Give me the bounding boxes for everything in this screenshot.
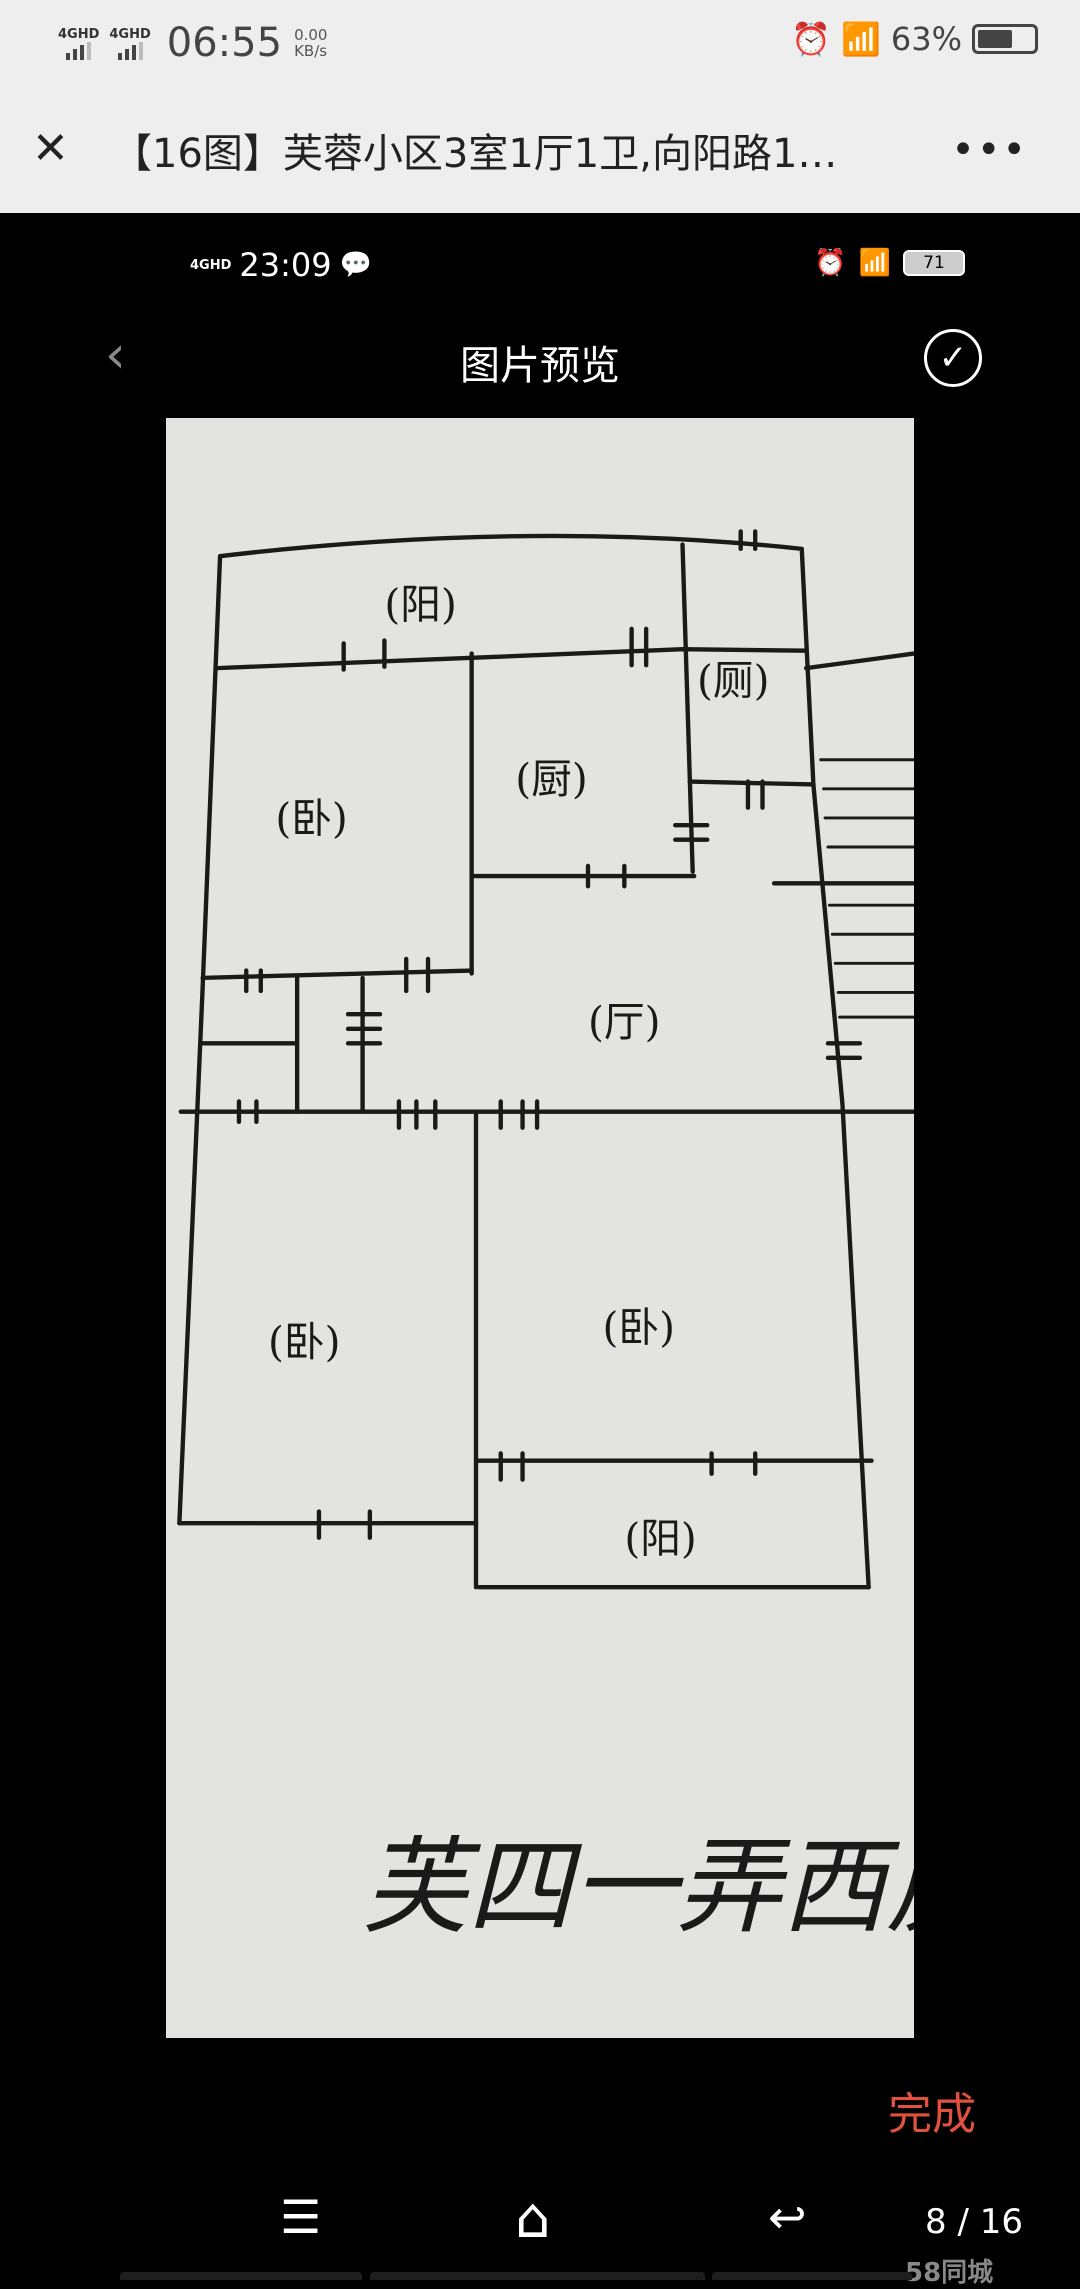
- room-label: (卧): [268, 1318, 340, 1366]
- title-bar: ✕ 【16图】芙蓉小区3室1厅1卫,向阳路1… •••: [0, 115, 1080, 185]
- wifi-icon: 📶: [858, 248, 891, 278]
- status-bar-right: ⏰ 📶 63%: [791, 20, 1038, 58]
- battery-icon: [972, 24, 1038, 54]
- watermark-logo: 58同城: [905, 2258, 994, 2288]
- clock: 06:55: [166, 20, 283, 66]
- system-nav-bar: ☰ ⌂ ↩: [0, 2186, 1080, 2260]
- signal-icon: 4GHD: [109, 26, 151, 60]
- room-label: (厨): [515, 755, 587, 803]
- wechat-icon: 💬: [339, 250, 372, 280]
- inner-network: 4GHD: [190, 257, 232, 273]
- preview-title: 图片预览: [460, 343, 620, 389]
- back-icon[interactable]: ↩: [768, 2190, 807, 2244]
- battery-percent: 63%: [890, 20, 962, 58]
- more-options-icon[interactable]: •••: [951, 127, 1028, 173]
- room-label: (卧): [603, 1303, 675, 1351]
- close-icon[interactable]: ✕: [32, 123, 69, 174]
- room-label: (厅): [588, 998, 660, 1046]
- wall: [217, 533, 804, 559]
- home-icon[interactable]: ⌂: [515, 2186, 551, 2251]
- wall: [803, 651, 916, 671]
- room-label: (卧): [275, 794, 347, 842]
- wall: [200, 968, 474, 981]
- wall: [680, 542, 695, 874]
- network-label: 4GHD: [58, 26, 100, 42]
- tab-strip: [712, 2272, 912, 2280]
- floor-plan-drawing: (阳) (厕) (厨) (卧) (厅) (卧) (卧) (阳) 芙四一弄西房: [177, 529, 999, 1948]
- wall: [799, 546, 871, 1590]
- wall: [214, 647, 809, 671]
- network-label: 4GHD: [109, 26, 151, 42]
- page-counter: 8 / 16: [925, 2202, 1023, 2242]
- wall: [200, 975, 365, 1114]
- signal-icon: 4GHD: [58, 27, 99, 60]
- stairs: [819, 758, 916, 1019]
- preview-nav: ‹ 图片预览 ✓: [0, 325, 1080, 395]
- door-marks: [236, 529, 863, 1540]
- tab-strip: [120, 2272, 362, 2280]
- alarm-icon: ⏰: [791, 20, 832, 58]
- wall: [687, 779, 816, 787]
- alarm-icon: ⏰: [814, 248, 847, 278]
- inner-status-left: 4GHD 23:09 💬: [190, 246, 372, 284]
- page-title: 【16图】芙蓉小区3室1厅1卫,向阳路1…: [112, 131, 838, 177]
- inner-status-right: ⏰ 📶 71: [814, 248, 965, 278]
- battery-icon: 71: [903, 250, 965, 276]
- back-chevron-icon[interactable]: ‹: [105, 325, 126, 385]
- handwritten-note: 芙四一弄西房: [363, 1826, 914, 1948]
- room-label: (阳): [624, 1514, 696, 1562]
- inner-clock: 23:09: [239, 246, 332, 284]
- done-button[interactable]: 完成: [888, 2089, 976, 2140]
- speed-unit: KB/s: [294, 42, 328, 60]
- floor-plan-photo: (阳) (厕) (厨) (卧) (厅) (卧) (卧) (阳) 芙四一弄西房: [166, 418, 999, 2038]
- speed-value: 0.00: [294, 26, 328, 44]
- room-label: (阳): [384, 581, 456, 629]
- wall: [476, 1458, 874, 1590]
- wall: [177, 553, 223, 1526]
- wifi-icon: 📶: [841, 20, 881, 58]
- tab-strip: [370, 2272, 705, 2280]
- menu-icon[interactable]: ☰: [280, 2190, 322, 2244]
- room-label: (厕): [697, 656, 769, 704]
- check-icon[interactable]: ✓: [924, 329, 982, 387]
